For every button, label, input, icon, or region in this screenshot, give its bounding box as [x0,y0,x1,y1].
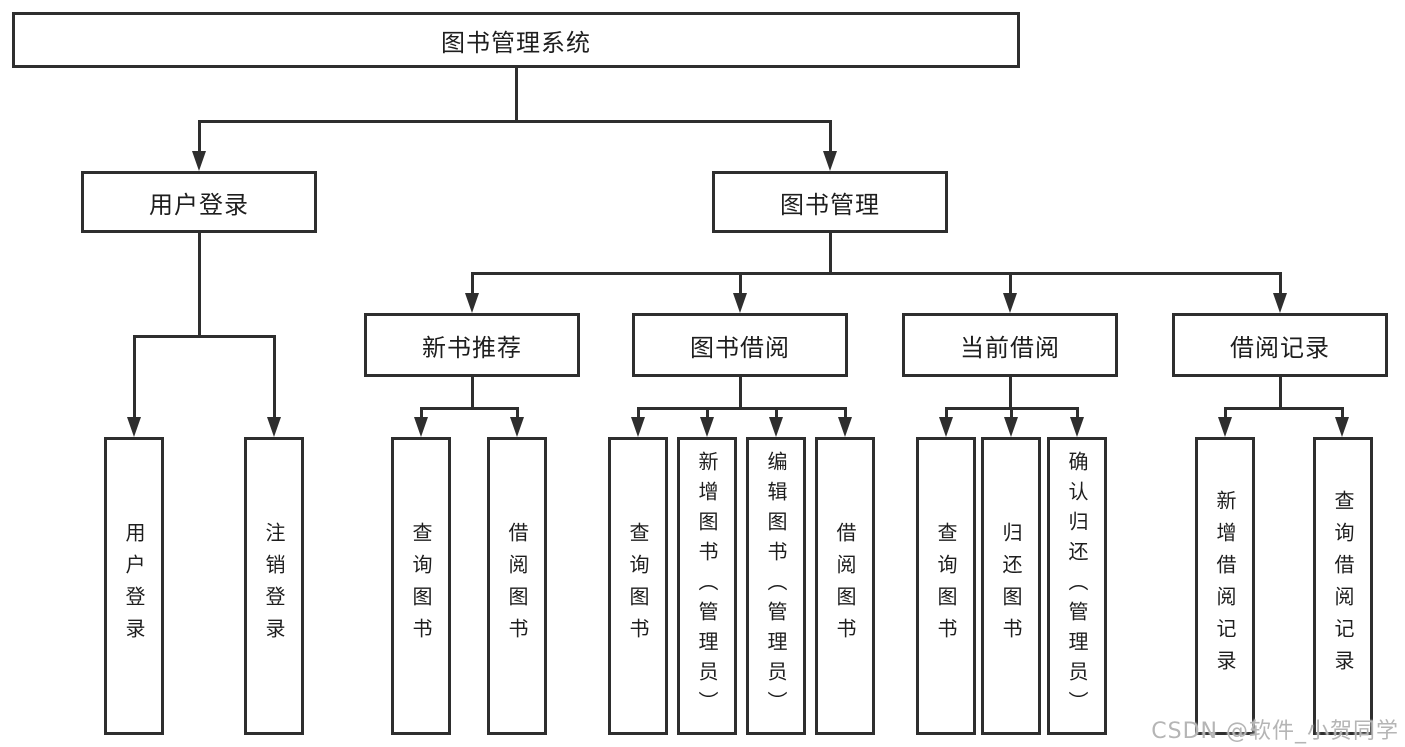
connector-borrowing-drop-4 [843,407,847,420]
leaf-logout-label: 注销登录 [262,522,286,650]
leaf-query-books-borrowing-label: 查询图书 [626,522,650,650]
leaf-return-books: 归还图书 [981,437,1041,735]
node-current-borrowing-label: 当前借阅 [960,333,1060,362]
connector-root-drop-left [197,120,201,154]
leaf-borrow-books-recommend-label: 借阅图书 [505,522,529,650]
arrow-down-icon [1335,417,1349,437]
connector-current-drop-1 [944,407,948,420]
leaf-query-books-current-label: 查询图书 [934,522,958,650]
node-new-book-recommendation: 新书推荐 [364,313,580,377]
arrow-down-icon [510,417,524,437]
arrow-down-icon [127,417,141,437]
arrow-down-icon [1273,293,1287,313]
connector-records-drop-1 [1223,407,1227,420]
arrow-down-icon [769,417,783,437]
connector-recommend-stem [470,377,474,408]
connector-borrowing-bus [637,406,845,410]
connector-root-bus [199,119,830,123]
arrow-down-icon [631,417,645,437]
node-user-login-label: 用户登录 [149,190,249,219]
arrow-down-icon [1003,293,1017,313]
node-book-management: 图书管理 [712,171,948,233]
connector-user-login-drop-2 [272,335,276,419]
leaf-user-login: 用户登录 [104,437,164,735]
node-book-borrowing-label: 图书借阅 [690,333,790,362]
node-borrowing-records-label: 借阅记录 [1230,333,1330,362]
arrow-down-icon [1004,417,1018,437]
node-current-borrowing: 当前借阅 [902,313,1118,377]
leaf-add-borrow-record-label: 新增借阅记录 [1213,490,1237,682]
connector-book-mgmt-stem [828,233,832,274]
node-borrowing-records: 借阅记录 [1172,313,1388,377]
arrow-down-icon [939,417,953,437]
connector-borrowing-drop-1 [636,407,640,420]
connector-user-login-stem [197,233,201,336]
leaf-query-books-recommend-label: 查询图书 [409,522,433,650]
arrow-down-icon [192,151,206,171]
node-book-management-label: 图书管理 [780,190,880,219]
connector-root-stem [514,68,518,121]
leaf-query-books-current: 查询图书 [916,437,976,735]
leaf-user-login-label: 用户登录 [122,522,146,650]
connector-records-bus [1224,406,1343,410]
leaf-borrow-books-borrowing-label: 借阅图书 [833,522,857,650]
leaf-query-borrow-record-label: 查询借阅记录 [1331,490,1355,682]
leaf-query-borrow-record: 查询借阅记录 [1313,437,1373,735]
node-library-system: 图书管理系统 [12,12,1020,68]
connector-book-mgmt-drop-1 [470,272,474,296]
connector-borrowing-drop-2 [705,407,709,420]
arrow-down-icon [823,151,837,171]
arrow-down-icon [1218,417,1232,437]
node-new-book-recommendation-label: 新书推荐 [422,333,522,362]
connector-book-mgmt-bus [472,271,1280,275]
connector-book-mgmt-drop-4 [1278,272,1282,296]
connector-borrowing-stem [738,377,742,408]
connector-records-drop-2 [1340,407,1344,420]
connector-current-drop-3 [1075,407,1079,420]
leaf-confirm-return-admin-label: 确认归还（管理员） [1065,451,1089,721]
connector-recommend-drop-2 [515,407,519,420]
connector-borrowing-drop-3 [774,407,778,420]
connector-recommend-bus [420,406,517,410]
connector-current-stem [1008,377,1012,408]
arrow-down-icon [465,293,479,313]
leaf-return-books-label: 归还图书 [999,522,1023,650]
leaf-edit-book-admin-label: 编辑图书（管理员） [764,451,788,721]
watermark: CSDN @软件_小贺同学 [1151,719,1399,744]
connector-recommend-drop-1 [419,407,423,420]
arrow-down-icon [838,417,852,437]
connector-records-stem [1278,377,1282,408]
arrow-down-icon [700,417,714,437]
arrow-down-icon [733,293,747,313]
connector-root-drop-right [828,120,832,154]
leaf-edit-book-admin: 编辑图书（管理员） [746,437,806,735]
leaf-confirm-return-admin: 确认归还（管理员） [1047,437,1107,735]
arrow-down-icon [414,417,428,437]
leaf-query-books-recommend: 查询图书 [391,437,451,735]
connector-book-mgmt-drop-2 [738,272,742,296]
node-user-login: 用户登录 [81,171,317,233]
connector-book-mgmt-drop-3 [1008,272,1012,296]
connector-user-login-drop-1 [132,335,136,419]
leaf-borrow-books-recommend: 借阅图书 [487,437,547,735]
arrow-down-icon [1070,417,1084,437]
node-book-borrowing: 图书借阅 [632,313,848,377]
connector-user-login-bus [134,334,274,338]
leaf-logout: 注销登录 [244,437,304,735]
node-library-system-label: 图书管理系统 [441,28,591,57]
leaf-add-book-admin: 新增图书（管理员） [677,437,737,735]
connector-current-drop-2 [1009,407,1013,420]
leaf-add-borrow-record: 新增借阅记录 [1195,437,1255,735]
leaf-add-book-admin-label: 新增图书（管理员） [695,451,719,721]
leaf-query-books-borrowing: 查询图书 [608,437,668,735]
leaf-borrow-books-borrowing: 借阅图书 [815,437,875,735]
arrow-down-icon [267,417,281,437]
